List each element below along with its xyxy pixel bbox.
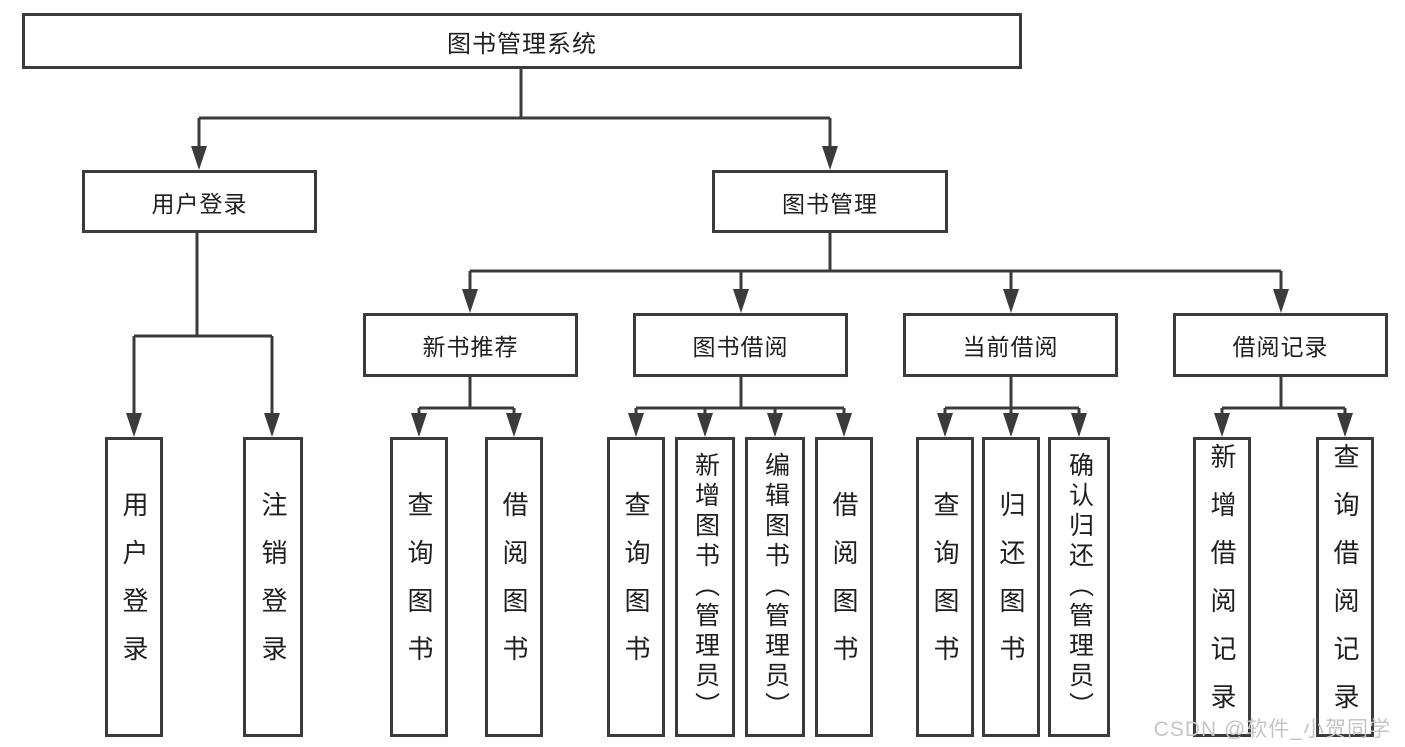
connector-book-management-to-level3 [468, 233, 1283, 294]
node-current-borrow-label: 当前借阅 [962, 334, 1059, 360]
leaf-user-login: 用户登录 [105, 437, 163, 737]
node-new-book-recommend-label: 新书推荐 [422, 334, 519, 360]
leaf-add-borrow-record-label: 新增借阅记录 [1207, 443, 1237, 731]
leaf-borrow-book-2-label: 借阅图书 [829, 491, 859, 683]
leaf-query-borrow-record: 查询借阅记录 [1316, 437, 1374, 737]
connector-book-borrow-to-leaves [634, 377, 846, 418]
leaf-confirm-return-label: 确认归还（管理员） [1065, 452, 1094, 722]
leaf-logout: 注销登录 [243, 437, 303, 737]
leaf-add-borrow-record: 新增借阅记录 [1193, 437, 1251, 737]
leaf-query-book-2: 查询图书 [607, 437, 665, 737]
connector-borrow-records-to-leaves [1220, 377, 1347, 418]
leaf-add-book-label: 新增图书（管理员） [691, 452, 720, 722]
leaf-query-book-1: 查询图书 [390, 437, 448, 737]
leaf-borrow-book-1: 借阅图书 [485, 437, 543, 737]
arrowheads [126, 146, 1353, 437]
leaf-query-borrow-record-label: 查询借阅记录 [1330, 443, 1360, 731]
leaf-query-book-2-label: 查询图书 [621, 491, 651, 683]
leaf-borrow-book-2: 借阅图书 [815, 437, 873, 737]
leaf-add-book: 新增图书（管理员） [675, 437, 735, 737]
node-borrow-records: 借阅记录 [1173, 313, 1388, 377]
connector-user-login-to-leaves [132, 233, 274, 418]
connector-new-book-recommend-to-leaves [417, 377, 516, 418]
node-book-management-label: 图书管理 [782, 190, 878, 217]
leaf-query-book-3: 查询图书 [916, 437, 974, 737]
node-borrow-records-label: 借阅记录 [1232, 334, 1329, 360]
node-root: 图书管理系统 [22, 13, 1022, 69]
node-book-management: 图书管理 [712, 170, 948, 233]
leaf-return-book: 归还图书 [982, 437, 1040, 737]
leaf-return-book-label: 归还图书 [996, 491, 1026, 683]
node-user-login-label: 用户登录 [151, 190, 248, 217]
leaf-user-login-label: 用户登录 [119, 491, 149, 683]
node-current-borrow: 当前借阅 [903, 313, 1118, 377]
leaf-edit-book: 编辑图书（管理员） [745, 437, 805, 737]
node-book-borrow: 图书借阅 [633, 313, 848, 377]
csdn-watermark: CSDN @软件_小贺同学 [1153, 718, 1391, 741]
leaf-borrow-book-1-label: 借阅图书 [499, 491, 529, 683]
node-root-label: 图书管理系统 [447, 30, 597, 58]
leaf-confirm-return: 确认归还（管理员） [1048, 437, 1110, 737]
leaf-logout-label: 注销登录 [258, 491, 288, 683]
connector-root-to-level2 [197, 69, 832, 150]
connector-current-borrow-to-leaves [943, 377, 1081, 418]
node-new-book-recommend: 新书推荐 [363, 313, 578, 377]
leaf-query-book-3-label: 查询图书 [930, 491, 960, 683]
leaf-edit-book-label: 编辑图书（管理员） [761, 452, 790, 722]
node-user-login: 用户登录 [82, 170, 317, 233]
leaf-query-book-1-label: 查询图书 [404, 491, 434, 683]
node-book-borrow-label: 图书借阅 [692, 334, 789, 360]
